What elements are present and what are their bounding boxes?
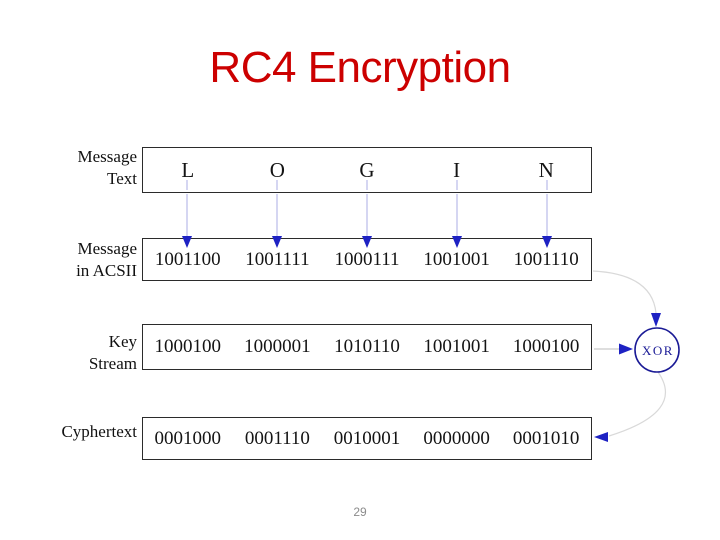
ascii-bits: 1001111: [245, 248, 310, 270]
label-message-text: Message Text: [30, 146, 137, 190]
slide-title: RC4 Encryption: [209, 43, 511, 92]
ascii-bits: 1001100: [154, 248, 221, 270]
plaintext-letter: N: [538, 157, 554, 182]
label-line: Key: [108, 332, 137, 351]
cipher-bits: 0001000: [154, 427, 222, 449]
ascii-bits: 1001001: [423, 248, 490, 270]
label-message-in-ascii: Message in ACSII: [30, 238, 137, 282]
cipher-bits: 0001010: [512, 427, 580, 449]
cipher-bits: 0001110: [244, 427, 310, 449]
label-line: Message: [77, 147, 137, 166]
xor-node-label: XOR: [642, 343, 674, 358]
plaintext-letter: I: [453, 157, 461, 182]
message-text-box: L O G I N: [142, 147, 592, 193]
label-line: in ACSII: [76, 261, 137, 280]
xor-to-cyphertext-connector: [608, 371, 667, 437]
label-cyphertext: Cyphertext: [30, 421, 137, 443]
ascii-bits: 1000111: [334, 248, 400, 270]
arrow-left-icon: [594, 432, 608, 442]
key-stream-box: 1000100 1000001 1010110 1001001 1000100: [142, 324, 592, 370]
key-bits: 1010110: [334, 336, 400, 357]
arrow-right-icon: [619, 343, 633, 355]
cipher-bits: 0000000: [423, 427, 490, 449]
key-bits: 1000100: [154, 336, 222, 357]
plaintext-letter: L: [181, 157, 195, 182]
label-line: Message: [77, 239, 137, 258]
label-line: Cyphertext: [61, 422, 137, 441]
xor-node: [634, 327, 680, 373]
label-line: Stream: [88, 354, 137, 373]
page-number: 29: [353, 505, 367, 519]
ascii-to-xor-connector: [592, 270, 657, 314]
label-key-stream: Key Stream: [30, 331, 137, 375]
message-in-ascii-box: 1001100 1001111 1000111 1001001 1001110: [142, 238, 592, 281]
key-bits: 1001001: [423, 336, 490, 357]
ascii-bits: 1001110: [513, 248, 579, 270]
key-bits: 1000001: [244, 336, 311, 357]
plaintext-letter: G: [359, 157, 375, 182]
key-bits: 1000100: [512, 336, 580, 357]
cyphertext-box: 0001000 0001110 0010001 0000000 0001010: [142, 417, 592, 460]
arrow-down-icon: [651, 313, 661, 327]
cipher-bits: 0010001: [333, 427, 401, 449]
plaintext-letter: O: [269, 157, 285, 182]
label-line: Text: [107, 169, 137, 188]
